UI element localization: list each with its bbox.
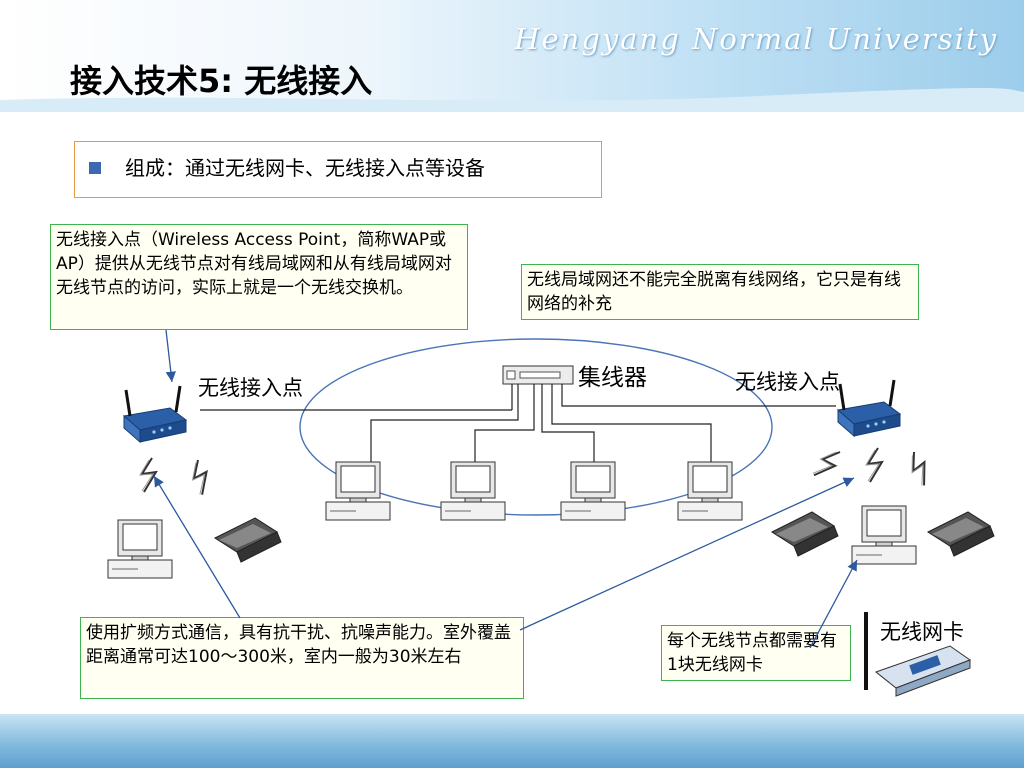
wireless-pc-icon bbox=[851, 505, 917, 565]
callout-access-point: 无线接入点（Wireless Access Point，简称WAP或AP）提供从… bbox=[50, 224, 468, 330]
label-nic: 无线网卡 bbox=[880, 620, 964, 644]
wireless-router-icon bbox=[122, 384, 188, 444]
wireless-router-icon bbox=[836, 378, 902, 438]
desktop-pc-icon bbox=[560, 461, 626, 521]
footer-banner bbox=[0, 714, 1024, 768]
wireless-signal-icon bbox=[139, 457, 157, 493]
desktop-pc-icon bbox=[325, 461, 391, 521]
hub-icon bbox=[502, 365, 574, 385]
laptop-icon bbox=[771, 511, 839, 557]
wired-lan-ellipse bbox=[299, 338, 773, 516]
wireless-signal-icon bbox=[865, 447, 883, 483]
callout-spread-spectrum: 使用扩频方式通信，具有抗干扰、抗噪声能力。室外覆盖距离通常可达100～300米，… bbox=[80, 617, 524, 699]
university-name: Hengyang Normal University bbox=[514, 22, 998, 56]
summary-text: 组成：通过无线网卡、无线接入点等设备 bbox=[125, 156, 485, 180]
wireless-signal-icon bbox=[185, 457, 215, 498]
square-bullet-icon bbox=[89, 162, 101, 174]
wireless-pc-icon bbox=[107, 519, 173, 579]
desktop-pc-icon bbox=[440, 461, 506, 521]
header-wave-decoration bbox=[0, 88, 1024, 112]
callout-wlan: 无线局域网还不能完全脱离有线网络，它只是有线网络的补充 bbox=[521, 264, 919, 320]
laptop-icon bbox=[214, 517, 282, 563]
lan-cables bbox=[200, 384, 836, 462]
label-ap-left: 无线接入点 bbox=[198, 376, 303, 400]
slide-title: 接入技术5: 无线接入 bbox=[70, 62, 373, 100]
label-hub: 集线器 bbox=[578, 365, 647, 391]
wireless-signal-icon bbox=[809, 444, 845, 484]
wireless-nic-icon bbox=[864, 612, 972, 697]
summary-box: 组成：通过无线网卡、无线接入点等设备 bbox=[74, 141, 602, 198]
wireless-signal-icon bbox=[902, 449, 936, 489]
callout-nic-requirement: 每个无线节点都需要有1块无线网卡 bbox=[661, 625, 851, 681]
desktop-pc-icon bbox=[677, 461, 743, 521]
laptop-icon bbox=[927, 511, 995, 557]
callout-arrows bbox=[153, 329, 858, 649]
label-ap-right: 无线接入点 bbox=[735, 370, 840, 394]
